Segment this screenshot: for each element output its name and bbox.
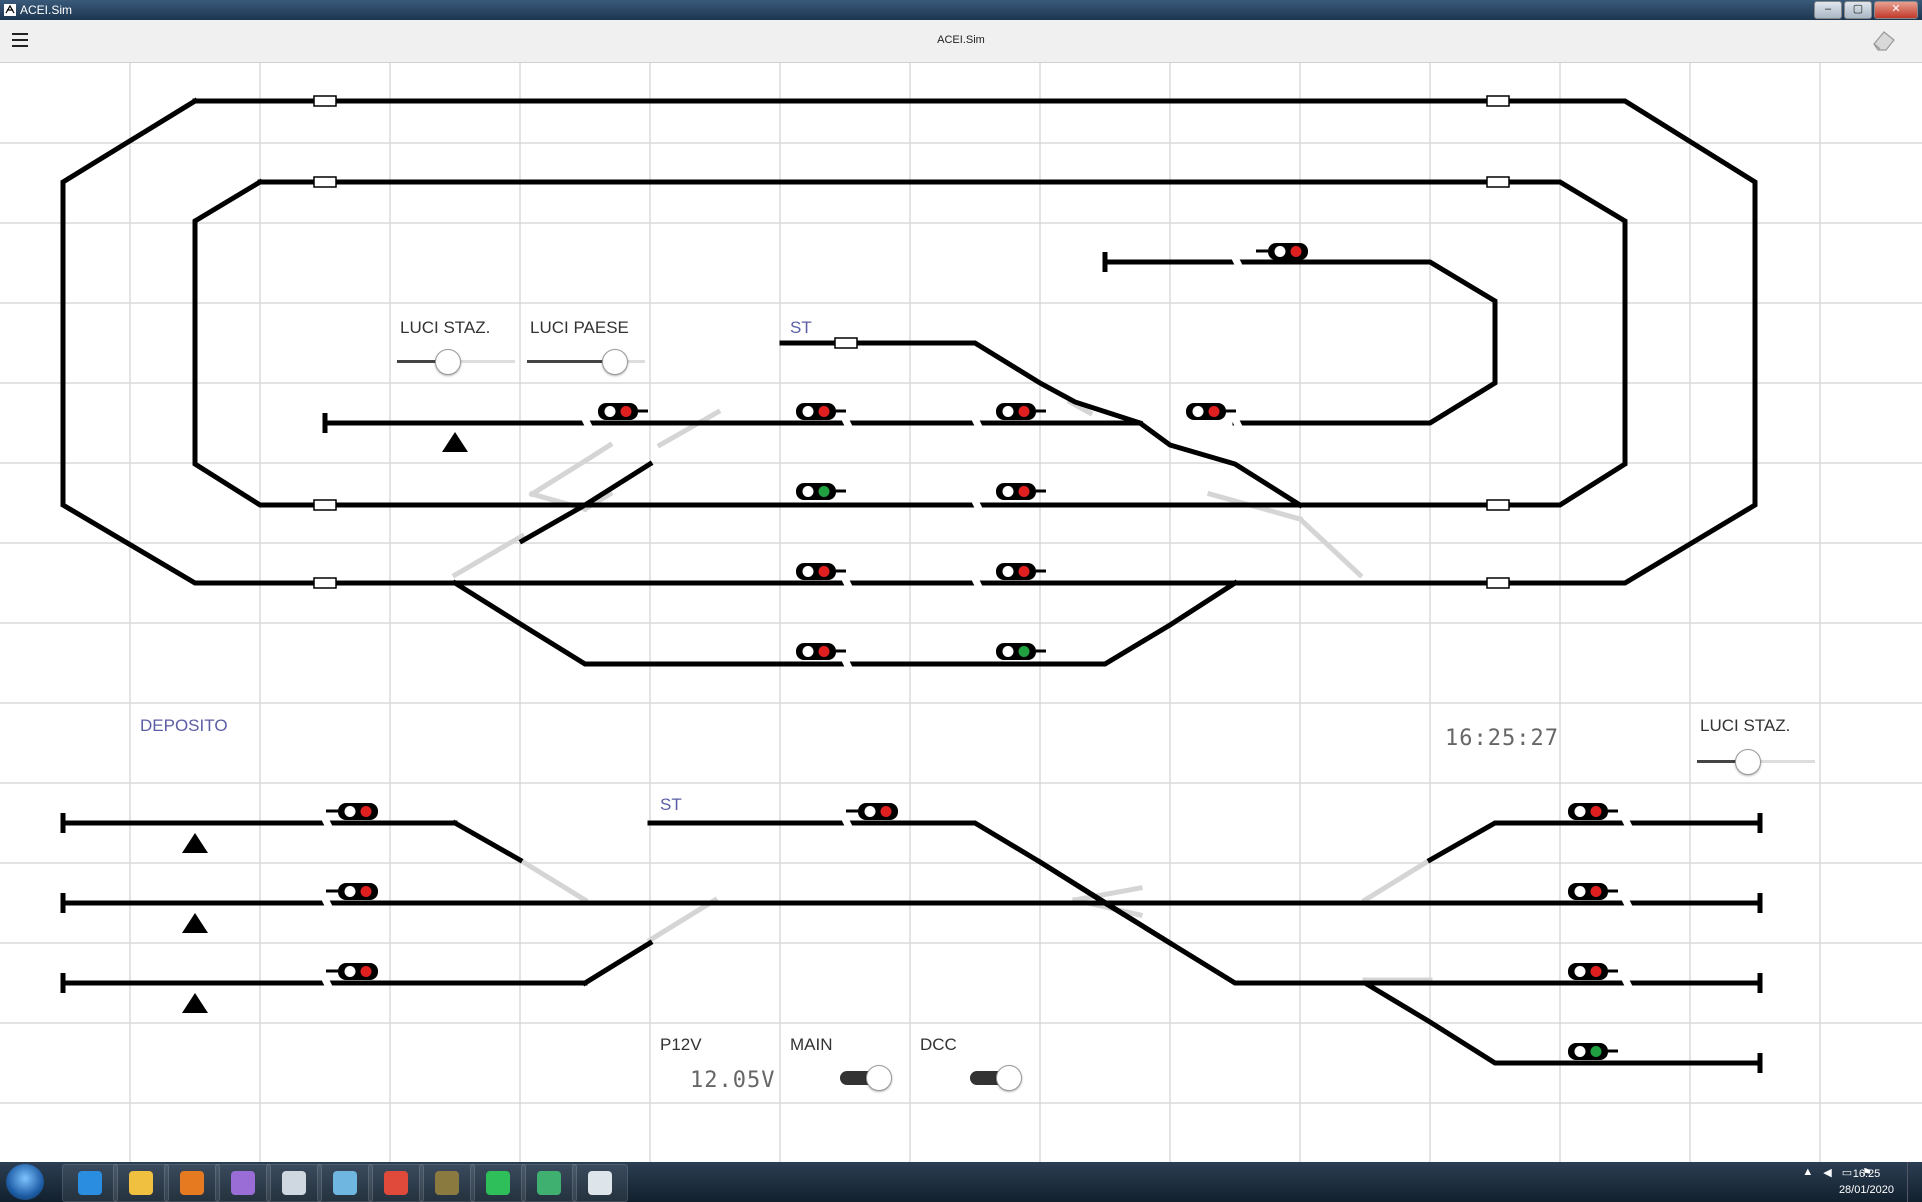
image-editor-icon-glyph (333, 1171, 357, 1195)
close-button[interactable]: ✕ (1874, 1, 1918, 19)
system-tray: ▲ ◀ ▭ ⚑ (1802, 1166, 1872, 1179)
file-explorer-icon[interactable] (113, 1164, 169, 1202)
signal-upper-3[interactable] (996, 403, 1046, 420)
signal-upper-2[interactable] (796, 403, 846, 420)
acei-sim-icon-glyph (588, 1171, 612, 1195)
signal-right-4[interactable] (1568, 1043, 1618, 1060)
dcc-label: DCC (920, 1035, 957, 1054)
track-diagram: LUCI STAZ. LUCI PAESE ST DEPOSITO ST 16:… (0, 63, 1922, 1162)
slider-knob[interactable] (602, 349, 629, 375)
internet-explorer-icon[interactable] (62, 1164, 118, 1202)
deposito-label: DEPOSITO (140, 716, 228, 735)
show-desktop-button[interactable] (1907, 1162, 1922, 1202)
st-label-bottom: ST (660, 795, 682, 814)
signal-depot-2[interactable] (326, 883, 378, 900)
app-icon (4, 4, 16, 16)
acei-sim-icon[interactable] (572, 1164, 628, 1202)
qt-app-icon-glyph (537, 1171, 561, 1195)
luci-staz-label: LUCI STAZ. (400, 318, 491, 337)
p12v-label: P12V (660, 1035, 702, 1054)
whatsapp-icon[interactable] (470, 1164, 526, 1202)
signal-upper-4[interactable] (1186, 403, 1236, 420)
luci-staz-right-slider[interactable] (1697, 747, 1815, 777)
media-player-icon[interactable] (164, 1164, 220, 1202)
signal-low-2[interactable] (996, 643, 1046, 660)
whatsapp-icon-glyph (486, 1171, 510, 1195)
maximize-button[interactable]: ▢ (1844, 1, 1872, 19)
voltage-display: 12.05V (690, 1068, 776, 1093)
app-title: ACEI.Sim (937, 34, 985, 46)
window-title: ACEI.Sim (20, 3, 73, 17)
network-icon[interactable]: ▭ (1841, 1167, 1853, 1179)
window-titlebar: ACEI.Sim – ▢ ✕ (0, 0, 1922, 20)
qt-app-icon[interactable] (521, 1164, 577, 1202)
signal-right-2[interactable] (1568, 883, 1618, 900)
paint-tool-icon[interactable] (215, 1164, 271, 1202)
paint-tool-icon-glyph (231, 1171, 255, 1195)
signal-main-2[interactable] (996, 563, 1046, 580)
signal-right-3[interactable] (1568, 963, 1618, 980)
signal-main-1[interactable] (796, 563, 846, 580)
st-label-top: ST (790, 318, 812, 337)
track-sensors (313, 95, 1510, 589)
grid (0, 63, 1922, 1162)
slider-knob[interactable] (434, 349, 461, 375)
calculator-icon[interactable] (266, 1164, 322, 1202)
hamburger-icon[interactable] (12, 33, 28, 49)
flag-icon[interactable]: ⚑ (1862, 1167, 1872, 1179)
file-explorer-icon-glyph (129, 1171, 153, 1195)
track-breaks (321, 256, 1633, 989)
calculator-icon-glyph (282, 1171, 306, 1195)
signal-depot-1[interactable] (326, 803, 378, 820)
railway-app-icon-glyph (435, 1171, 459, 1195)
media-player-icon-glyph (180, 1171, 204, 1195)
signal-depot-3[interactable] (326, 963, 378, 980)
taskbar-time: 16:25 (1852, 1168, 1881, 1180)
signal-right-1[interactable] (1568, 803, 1618, 820)
signal-low-1[interactable] (796, 643, 846, 660)
volume-icon[interactable]: ◀ (1823, 1167, 1832, 1179)
uncoupler-markers (182, 432, 468, 1013)
main-toggle[interactable] (838, 1063, 894, 1091)
signal-upper-1[interactable] (598, 403, 648, 420)
minimize-button[interactable]: – (1814, 1, 1842, 19)
taskbar: ▲ ◀ ▭ ⚑ 16:25 28/01/2020 (0, 1162, 1922, 1202)
railway-app-icon[interactable] (419, 1164, 475, 1202)
image-editor-icon[interactable] (317, 1164, 373, 1202)
inactive-turnouts (451, 398, 1434, 983)
chrome-icon[interactable] (368, 1164, 424, 1202)
chrome-icon-glyph (384, 1171, 408, 1195)
slider-knob[interactable] (1734, 749, 1761, 775)
tray-arrow-icon[interactable]: ▲ (1802, 1166, 1814, 1178)
app-toolbar: ACEI.Sim (0, 20, 1922, 63)
dcc-toggle[interactable] (968, 1063, 1024, 1091)
buffer-stops (60, 252, 1763, 1073)
taskbar-date: 28/01/2020 (1838, 1184, 1894, 1196)
windows-start-icon[interactable] (6, 1164, 44, 1200)
taskbar-clock[interactable]: 16:25 28/01/2020 (1839, 1166, 1894, 1198)
main-label: MAIN (790, 1035, 833, 1054)
signals (326, 243, 1618, 1060)
internet-explorer-icon-glyph (78, 1171, 102, 1195)
luci-paese-label: LUCI PAESE (530, 318, 629, 337)
signal-mid-2[interactable] (996, 483, 1046, 500)
eraser-icon[interactable] (1870, 28, 1898, 54)
luci-paese-slider[interactable] (527, 347, 645, 377)
luci-staz-slider[interactable] (397, 347, 515, 377)
luci-staz-right-label: LUCI STAZ. (1700, 716, 1791, 735)
signal-top-loop[interactable] (1256, 243, 1308, 260)
signal-mid-1[interactable] (796, 483, 846, 500)
clock-display: 16:25:27 (1445, 726, 1559, 751)
signal-st-bottom[interactable] (846, 803, 898, 820)
